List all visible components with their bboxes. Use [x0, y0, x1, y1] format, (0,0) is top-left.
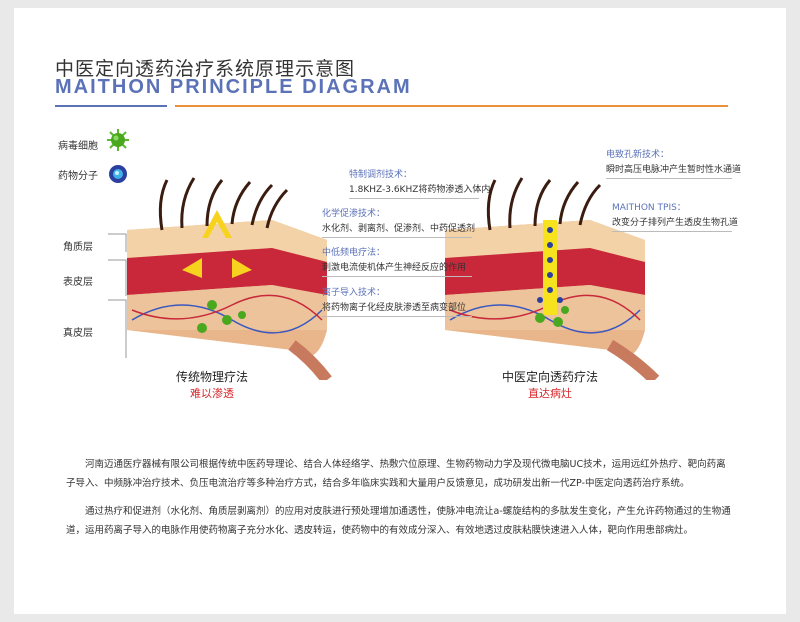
divider-orange [175, 105, 728, 107]
caption-traditional-sub: 难以渗透 [190, 387, 234, 400]
caption-targeted: 中医定向透药疗法 [501, 370, 598, 384]
molecule-icon [109, 165, 127, 183]
layer-label-stratum-corneum: 角质层 [63, 242, 93, 253]
divider-blue [55, 105, 167, 107]
annotation-text: 刺激电流使机体产生神经反应的作用 [322, 260, 472, 277]
annotation-title: MAITHON TPIS： [612, 203, 686, 213]
annotation-title: 特制调剂技术： [349, 170, 413, 180]
legend-virus-label: 病毒细胞 [58, 141, 98, 152]
caption-traditional: 传统物理疗法 [175, 370, 248, 384]
layer-label-epidermis: 表皮层 [63, 277, 93, 288]
annotation-text: 改变分子排列产生透皮生物孔道 [612, 215, 738, 232]
skin-illustration-traditional [127, 177, 332, 380]
annotation-text: 瞬时高压电脉冲产生暂时性水通道 [606, 162, 741, 179]
annotation-text: 将药物离子化经皮肤渗透至病变部位 [322, 300, 472, 317]
page-title: 中医定向透药治疗系统原理示意图 [55, 58, 356, 80]
description-paragraph: 通过热疗和促进剂（水化剂、角质层剥离剂）的应用对皮肤进行预处理增加通透性，使脉冲… [66, 506, 731, 536]
caption-targeted-sub: 直达病灶 [528, 387, 572, 400]
layer-brackets [108, 233, 127, 358]
annotation-title: 电致孔新技术： [606, 150, 670, 160]
annotation-title: 离子导入技术： [322, 288, 386, 298]
description-paragraph: 河南迈通医疗器械有限公司根据传统中医药导理论、结合人体经络学、热敷穴位原理、生物… [66, 459, 726, 489]
annotation-title: 中低频电疗法： [322, 248, 386, 258]
layer-label-dermis: 真皮层 [63, 328, 93, 339]
page-subtitle: MAITHON PRINCIPLE DIAGRAM [55, 76, 412, 98]
annotation-text: 水化剂、剥离剂、促渗剂、中药促透剂 [322, 221, 475, 238]
skin-illustration-targeted [445, 177, 660, 380]
legend-molecule-label: 药物分子 [58, 171, 98, 182]
annotation-text: 1.8KHZ-3.6KHZ将药物渗透入体内 [349, 182, 490, 199]
virus-icon [107, 129, 129, 151]
annotation-title: 化学促渗技术： [322, 209, 386, 219]
